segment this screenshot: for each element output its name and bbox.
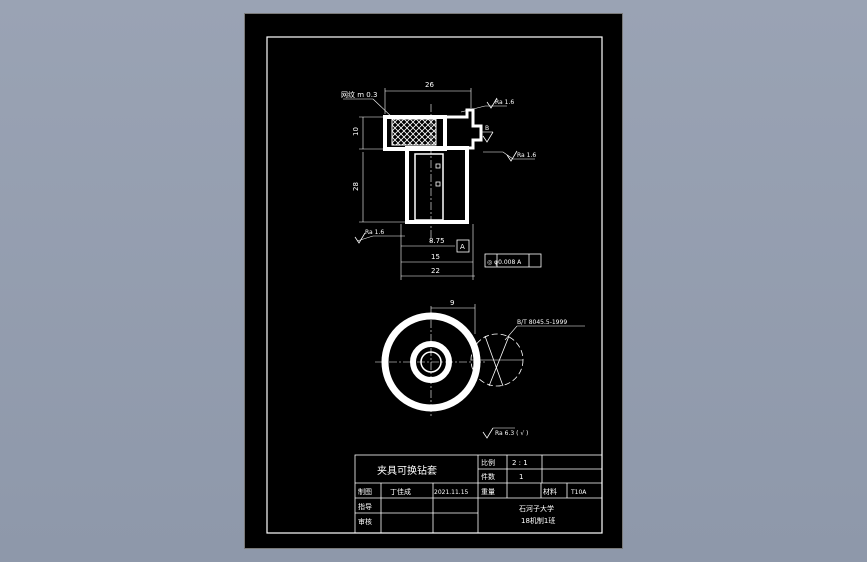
ratio-label: 比例 bbox=[481, 458, 495, 467]
dim-d2: 22 bbox=[431, 267, 440, 275]
cad-drawing: 网纹 m 0.3 26 10 28 8.75 15 22 A ◎ φ0.008 … bbox=[266, 36, 603, 534]
top-view bbox=[375, 304, 585, 439]
datum-letter: A bbox=[460, 243, 465, 251]
dim-height-upper: 10 bbox=[352, 127, 360, 136]
title-block bbox=[354, 454, 603, 534]
part-name: 夹具可换钻套 bbox=[377, 464, 437, 477]
roughness-2: Ra 1.6 bbox=[517, 152, 536, 159]
dim-d1: 15 bbox=[431, 253, 440, 261]
count-value: 1 bbox=[519, 473, 523, 481]
drawn-label: 制图 bbox=[358, 487, 372, 496]
b-label: B bbox=[485, 125, 489, 132]
dim-width-top: 26 bbox=[425, 81, 434, 89]
material-label: 材料 bbox=[543, 487, 557, 496]
org-line1: 石河子大学 bbox=[519, 504, 554, 513]
dim-height-lower: 28 bbox=[352, 182, 360, 191]
drawing-sheet: 网纹 m 0.3 26 10 28 8.75 15 22 A ◎ φ0.008 … bbox=[244, 13, 623, 549]
weight-label: 重量 bbox=[481, 488, 495, 496]
roughness-1: Ra 1.6 bbox=[495, 99, 514, 106]
standard-label: B/T 8045.5-1999 bbox=[517, 319, 567, 326]
drawn-name: 丁佳成 bbox=[390, 487, 411, 496]
side-view bbox=[343, 88, 542, 280]
roughness-3: Ra 1.6 bbox=[365, 229, 384, 236]
inner-frame bbox=[266, 36, 603, 534]
guide-label: 指导 bbox=[358, 502, 372, 511]
count-label: 件数 bbox=[481, 472, 495, 481]
knurl-label: 网纹 m 0.3 bbox=[341, 90, 377, 99]
review-label: 审核 bbox=[358, 517, 372, 526]
drawn-date: 2021.11.15 bbox=[434, 489, 469, 496]
general-roughness: Ra 6.3 ( √ ) bbox=[495, 430, 528, 437]
org-line2: 18机制1班 bbox=[521, 516, 555, 525]
material-value: T10A bbox=[570, 489, 587, 496]
ratio-value: 2 : 1 bbox=[512, 459, 528, 467]
tolerance-frame: ◎ φ0.008 A bbox=[487, 259, 522, 266]
dim-top-view: 9 bbox=[450, 299, 454, 307]
dim-bore: 8.75 bbox=[429, 237, 445, 245]
